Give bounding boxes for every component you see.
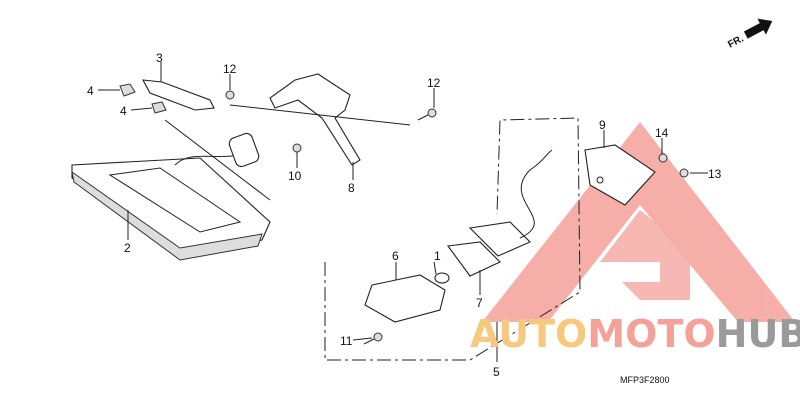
clip-b (151, 101, 167, 114)
callout-5: 5 (493, 365, 500, 379)
callout-3: 3 (156, 51, 163, 65)
callout-1: 1 (434, 249, 441, 263)
callout-13: 13 (708, 167, 722, 181)
stay (269, 73, 361, 166)
screw-12b (417, 108, 437, 121)
figure-code: MFP3F2800 (620, 375, 670, 385)
callout-4a: 4 (87, 84, 94, 98)
gasket (447, 241, 501, 277)
reflector-cover (584, 144, 656, 206)
tail-light-assembly (71, 132, 271, 261)
callout-10: 10 (288, 169, 302, 183)
front-direction-label: FR. (726, 33, 746, 50)
callout-12b: 12 (427, 76, 441, 90)
callout-9: 9 (599, 118, 606, 132)
callout-2: 2 (124, 241, 131, 255)
bracket (142, 79, 215, 111)
socket-harness (468, 149, 553, 257)
leader-lines (98, 62, 708, 362)
screw-13 (679, 168, 689, 178)
callout-4b: 4 (120, 104, 127, 118)
screw-11 (363, 332, 383, 345)
front-direction-arrow: FR. (726, 18, 773, 51)
callout-8: 8 (348, 181, 355, 195)
collar-14 (658, 153, 668, 163)
screw-12a (225, 90, 235, 100)
bulb (434, 272, 450, 284)
watermark-triangle (482, 122, 795, 322)
callout-6: 6 (392, 249, 399, 263)
license-light-lens (364, 274, 446, 323)
callout-7: 7 (476, 296, 483, 310)
callout-12a: 12 (223, 62, 237, 76)
clip-a (119, 83, 136, 97)
screw-10 (292, 143, 302, 153)
callout-14: 14 (655, 126, 669, 140)
watermark-logo: AUTOMOTOHUB (470, 312, 800, 356)
callout-11: 11 (340, 334, 353, 348)
